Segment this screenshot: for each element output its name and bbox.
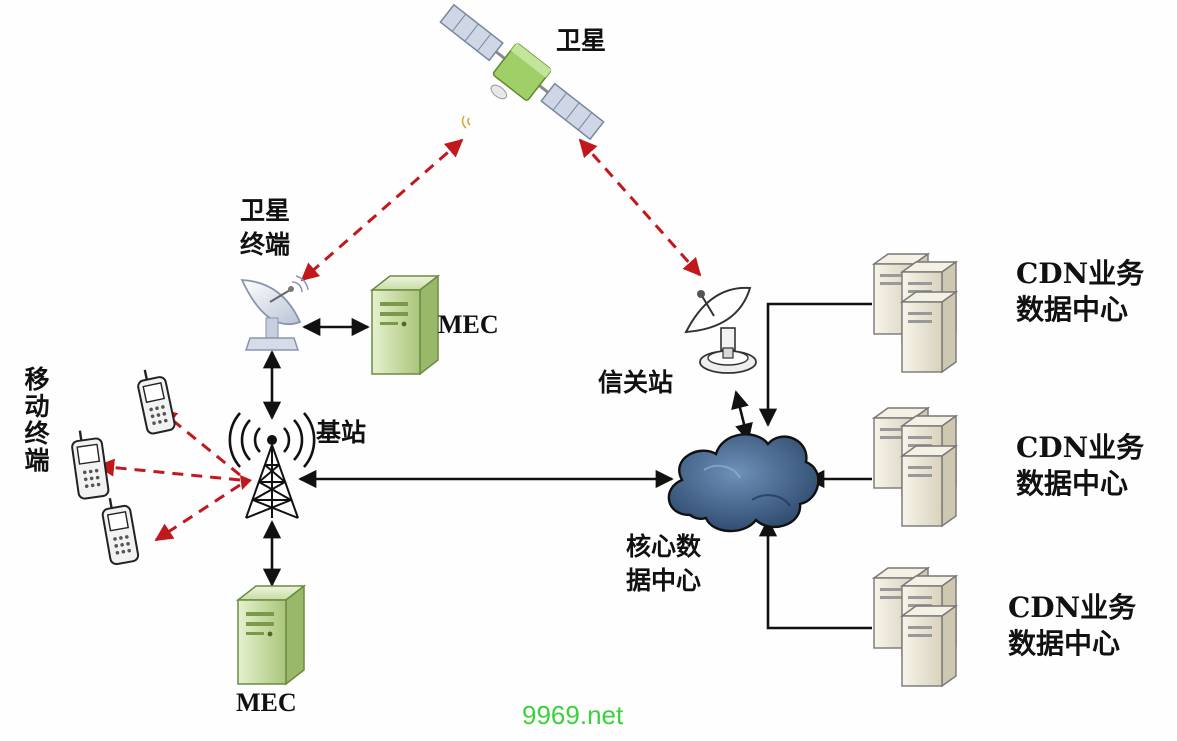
server-icon	[369, 274, 441, 376]
link-gateway-core	[731, 390, 753, 442]
mobile-terminals-label: 移动终端	[21, 366, 50, 474]
cdn-dc-label-1: CDN业务 数据中心	[1016, 257, 1145, 326]
core-dc-label: 核心数 据中心	[626, 532, 702, 595]
base-station-label: 基站	[316, 418, 367, 447]
link-phone-3	[154, 483, 241, 542]
cdn-dc-label-3: CDN业务 数据中心	[1008, 591, 1137, 660]
satellite-dish-icon	[240, 275, 309, 351]
mec-top-label: MEC	[438, 310, 499, 339]
server-icon	[235, 584, 307, 686]
mobile-phone-icon	[137, 369, 176, 435]
link-satellite-terminal	[300, 138, 464, 282]
satellite-terminal-label: 卫星 终端	[240, 196, 291, 259]
satellite-icon	[439, 3, 605, 141]
satellite-signal-icon	[461, 115, 471, 129]
gateway-dish-icon	[684, 286, 757, 374]
mobile-phone-icon	[71, 430, 110, 500]
cloud-icon	[667, 433, 820, 533]
mobile-phone-icon	[101, 498, 140, 566]
watermark-text: 9969.net	[522, 700, 624, 730]
antenna-tower-icon	[228, 412, 316, 519]
server-cluster-icon	[871, 252, 959, 374]
gateway-label: 信关站	[598, 368, 674, 397]
link-phone-2	[96, 458, 241, 482]
server-cluster-icon	[871, 566, 959, 688]
link-cdn3-core	[758, 518, 872, 630]
cdn-dc-label-2: CDN业务 数据中心	[1016, 431, 1145, 500]
link-cdn1-core	[758, 302, 872, 427]
satellite-label: 卫星	[556, 26, 607, 55]
link-satellite-gateway	[578, 138, 702, 277]
server-cluster-icon	[871, 406, 959, 528]
mec-bottom-label: MEC	[236, 688, 297, 717]
